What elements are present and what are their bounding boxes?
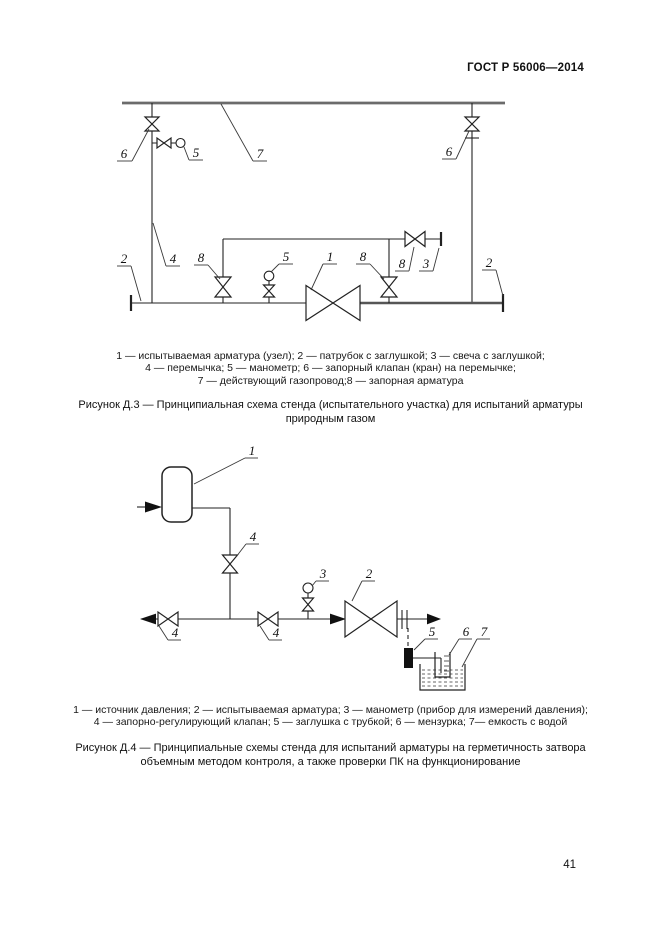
bypass-valve-icon-left [213,276,233,298]
svg-text:8: 8 [360,249,367,264]
svg-text:1: 1 [249,443,256,458]
svg-text:7: 7 [257,146,264,161]
callout-reg-valve-left: 4 [158,625,181,641]
legend-line: 1 — испытываемая арматура (узел); 2 — па… [116,350,545,362]
callout-vent-valve: 8 [395,246,415,272]
tested-valve-icon [305,284,361,322]
callout-test-unit: 1 [310,249,337,291]
caption-line: природным газом [285,412,376,425]
reg-valve-icon-left [157,610,179,628]
svg-text:2: 2 [121,251,128,266]
page-number: 41 [563,859,576,871]
figure-d3-caption: Рисунок Д.3 — Принципиальная схема стенд… [0,399,661,426]
legend-line: 1 — источник давления; 2 — испытываемая … [73,704,588,716]
svg-text:1: 1 [327,249,334,264]
callout-valve-top-right: 6 [442,130,470,160]
callout-valve-top-left: 6 [117,128,150,162]
shutoff-valve-icon-top-right [463,116,481,132]
figure-d3-diagram: 6 5 7 6 2 4 8 5 [117,101,505,322]
svg-text:4: 4 [172,625,179,640]
callout-water-tank: 7 [461,624,490,668]
right-flow-arrow-icon [427,613,441,625]
svg-text:3: 3 [319,566,327,581]
caption-line: Рисунок Д.3 — Принципиальная схема стенд… [78,399,583,411]
callout-test-valve: 2 [351,566,375,602]
svg-text:6: 6 [463,624,470,639]
figure-d4-diagram: 1 4 4 4 3 2 5 6 [137,443,490,691]
svg-text:4: 4 [273,625,280,640]
svg-text:3: 3 [422,256,430,271]
legend-line: 4 — запорно-регулирующий клапан; 5 — заг… [93,716,568,729]
water-tank-icon [419,664,466,691]
legend-line: 7 — действующий газопровод;8 — запорная … [197,374,464,387]
callout-bypass-valve-right: 8 [356,249,385,280]
svg-text:7: 7 [481,624,488,639]
pressure-vessel-icon [161,466,193,523]
svg-text:4: 4 [250,529,257,544]
plug-icon [404,648,413,668]
callout-jumper: 4 [152,222,180,267]
gauge-valve-icon [301,597,315,612]
callout-stub-right: 2 [482,255,504,297]
figure-d4-caption: Рисунок Д.4 — Принципиальные схемы стенд… [0,742,661,769]
svg-text:8: 8 [399,256,406,271]
manometer-icon [302,582,314,594]
svg-text:5: 5 [193,145,200,160]
callout-bypass-valve-left: 8 [194,250,221,280]
reg-valve-icon-mid [257,610,279,628]
svg-text:8: 8 [198,250,205,265]
manometer-icon-mid [263,270,275,282]
gauge-valve-icon [262,284,276,298]
callout-gauge-top: 5 [183,145,203,161]
svg-text:5: 5 [283,249,290,264]
reg-valve-icon-top [221,554,239,574]
measuring-cup-icon [434,652,451,678]
tested-valve-icon [344,599,398,639]
document-header: ГОСТ Р 56006—2014 [467,62,584,74]
callout-plug-with-tube: 5 [413,624,438,651]
callout-stub-left: 2 [117,251,142,302]
legend-line: 4 — перемычка; 5 — манометр; 6 — запорны… [145,362,516,375]
callout-gauge-mid: 5 [270,249,293,273]
figure-d3-legend: 1 — испытываемая арматура (узел); 2 — па… [0,350,661,387]
caption-line: объемным методом контроля, а также прове… [140,755,521,768]
vent-valve-icon [404,230,426,248]
callout-reg-valve-mid: 4 [259,625,282,641]
svg-text:6: 6 [121,146,128,161]
callout-reg-valve-top: 4 [235,529,259,558]
inlet-arrow-icon [145,501,162,513]
callout-gauge: 3 [311,566,329,587]
left-flow-arrow-icon [140,613,156,625]
bypass-valve-icon-right [379,276,399,298]
callout-measuring-cup: 6 [448,624,472,656]
callout-vent-stub: 3 [419,247,440,272]
callout-pipeline: 7 [220,103,267,162]
svg-text:5: 5 [429,624,436,639]
manometer-icon-top [175,137,186,149]
shutoff-valve-icon-top-left [143,116,161,132]
mid-flow-arrow-icon [330,613,346,625]
svg-text:4: 4 [170,251,177,266]
svg-text:2: 2 [366,566,373,581]
caption-line: Рисунок Д.4 — Принципиальные схемы стенд… [75,742,586,754]
svg-text:6: 6 [446,144,453,159]
svg-text:2: 2 [486,255,493,270]
gauge-branch-valve-icon [156,136,172,150]
figure-d4-legend: 1 — источник давления; 2 — испытываемая … [0,704,661,729]
callout-pressure-source: 1 [193,443,258,485]
